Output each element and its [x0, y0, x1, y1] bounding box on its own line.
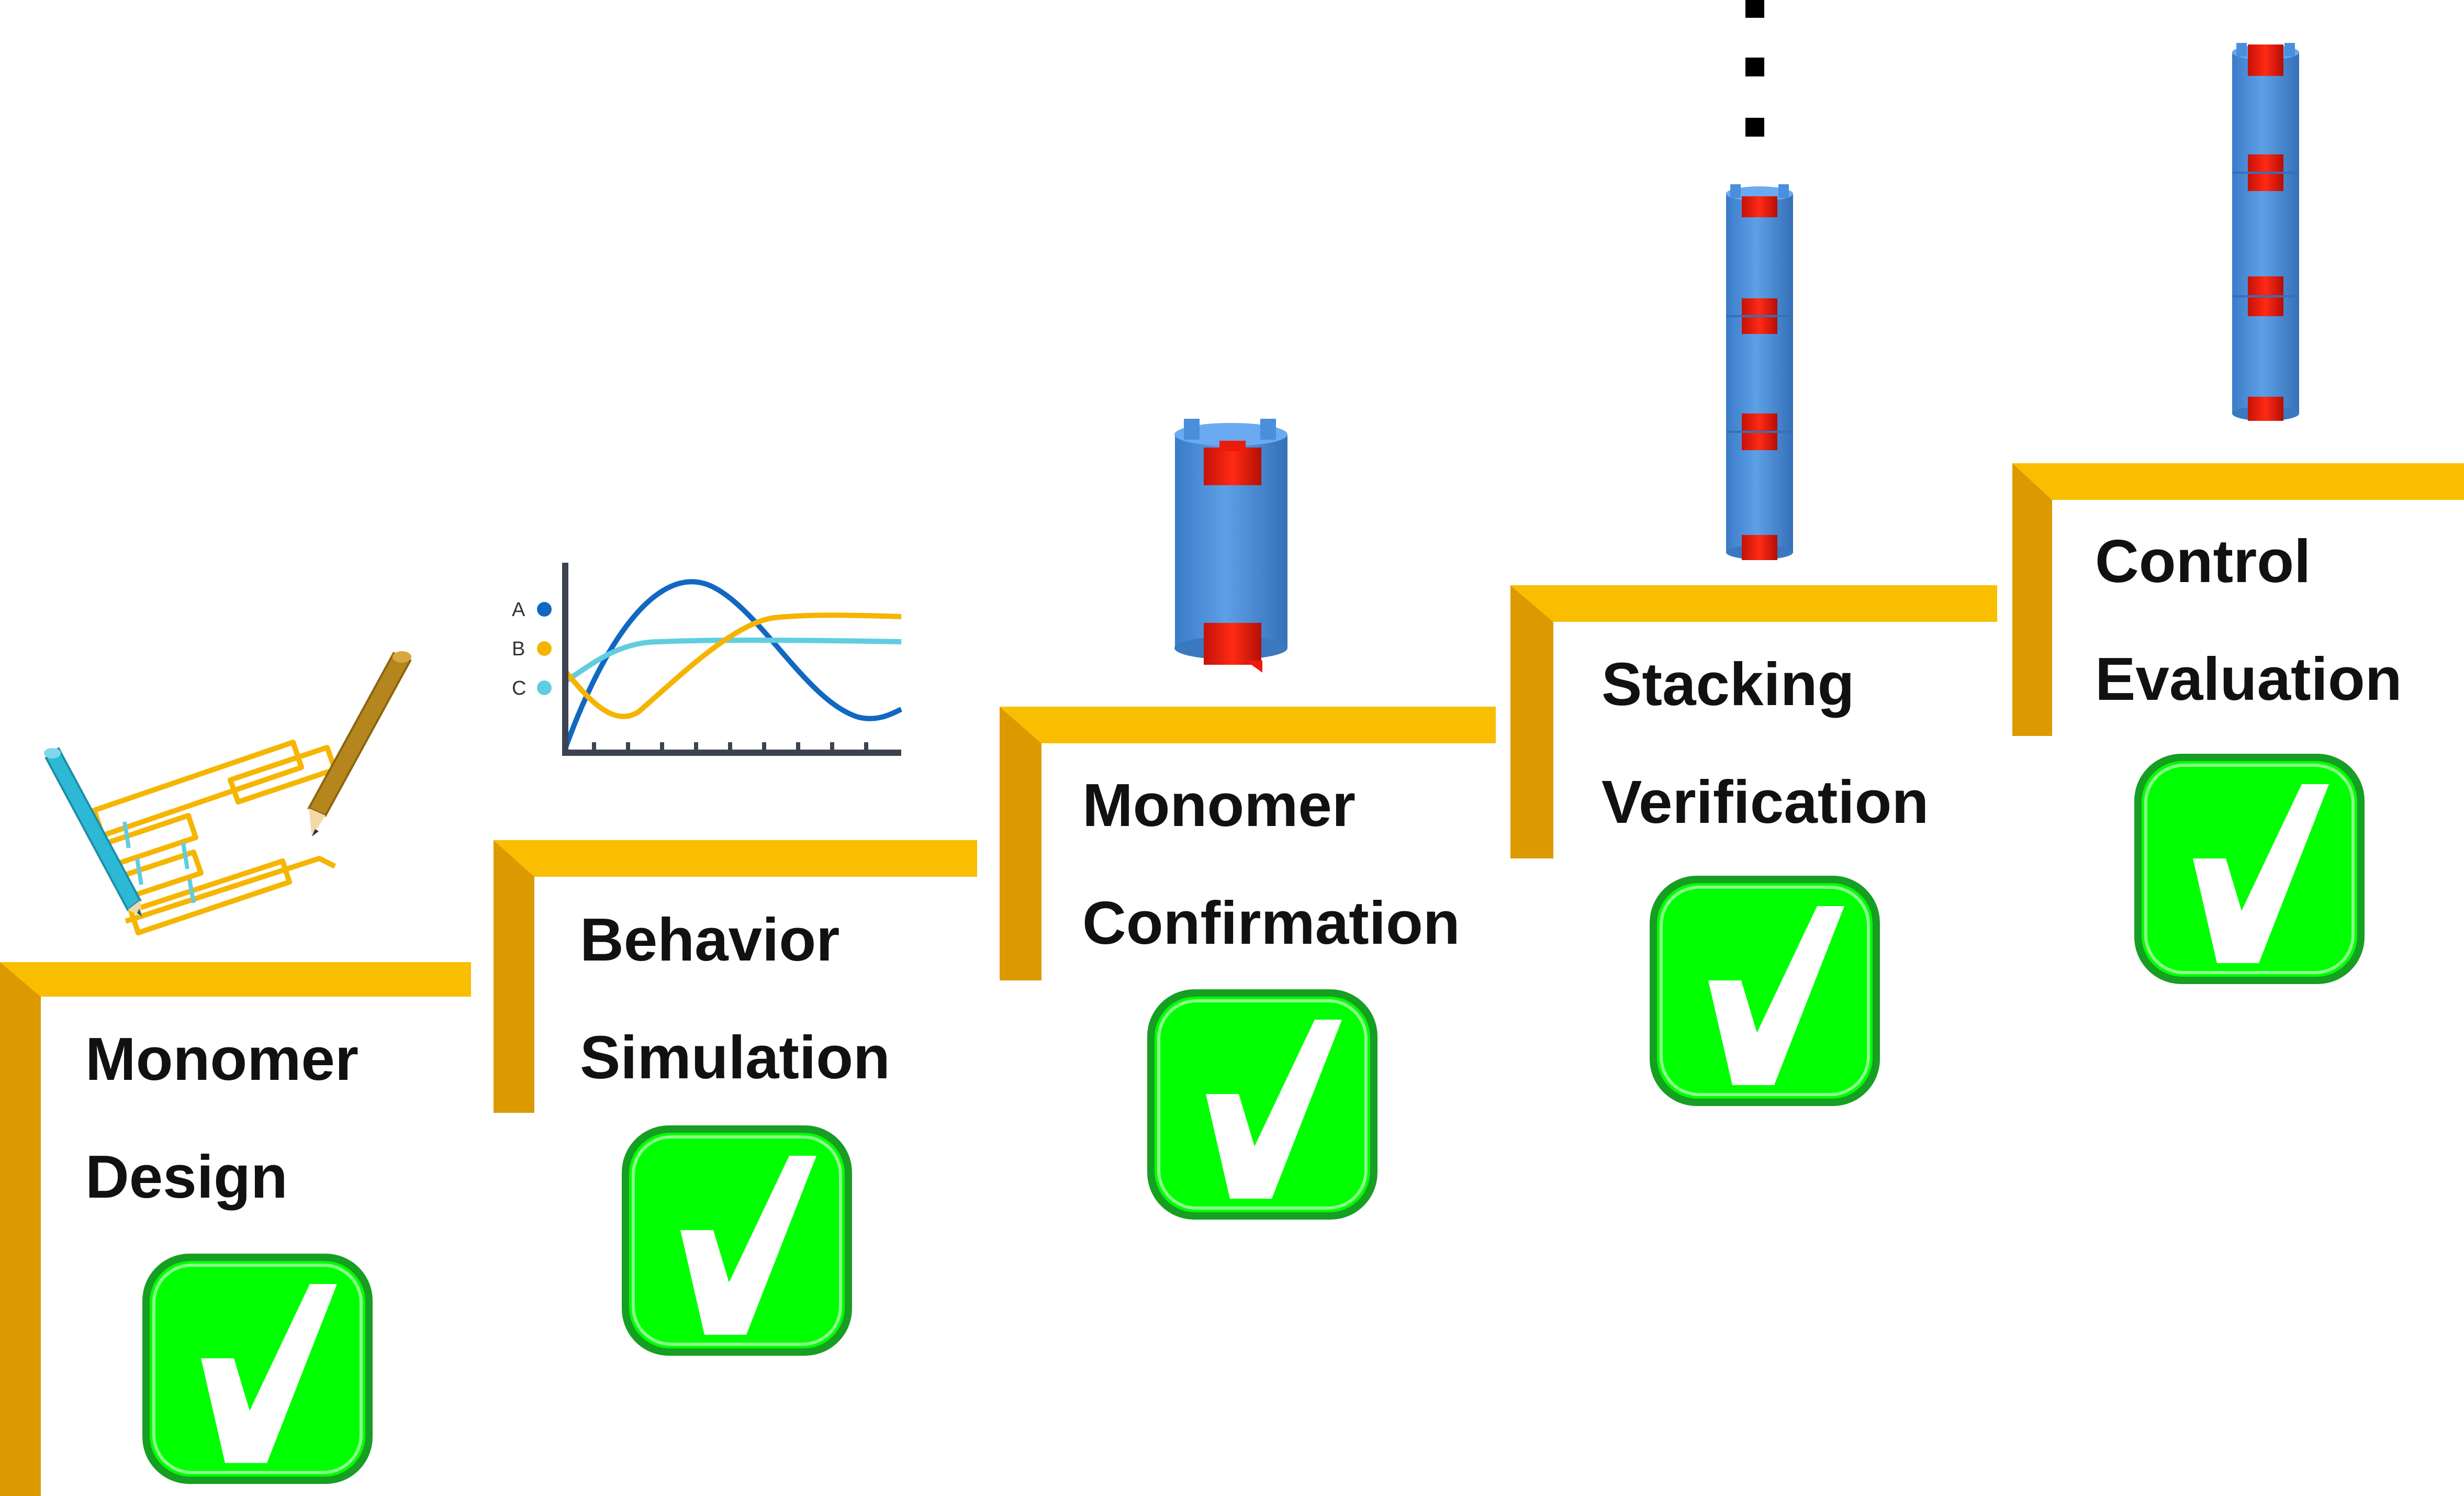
- legend-dot-a: [537, 602, 552, 617]
- brown-pencil-icon: [307, 651, 412, 836]
- single-module-icon: [1174, 419, 1287, 673]
- behavior-chart-icon: A B C: [512, 563, 903, 756]
- legend-dot-c: [537, 680, 552, 695]
- step-1-checkmark-icon: [142, 1254, 373, 1484]
- step-2-checkmark-icon: [622, 1125, 852, 1356]
- step-1-side: [0, 962, 41, 1496]
- step-5-label-line2: Evaluation: [2095, 645, 2402, 713]
- step-1-top: [0, 962, 471, 997]
- step-2: [494, 840, 977, 1113]
- step-5: [2012, 463, 2464, 736]
- step-4: [1510, 585, 1997, 858]
- step-4-label-line1: Stacking: [1601, 650, 1854, 718]
- chart-axes: [562, 563, 901, 756]
- step-3-top: [1000, 707, 1496, 743]
- step-4-top: [1510, 585, 1997, 622]
- step-5-checkmark-icon: [2134, 754, 2365, 984]
- design-sketch-icon: [44, 651, 412, 935]
- step-2-label-line2: Simulation: [580, 1023, 890, 1091]
- controlled-stack-icon: [2232, 43, 2299, 421]
- step-2-top: [494, 840, 977, 877]
- legend-label-c: C: [512, 677, 526, 699]
- cyan-pencil-icon: [44, 747, 142, 917]
- step-3: [1000, 707, 1496, 980]
- step-5-side: [2012, 463, 2052, 736]
- step-4-label-line2: Verification: [1601, 768, 1929, 836]
- step-3-checkmark-icon: [1147, 989, 1377, 1220]
- step-3-label-line1: Monomer: [1082, 771, 1356, 839]
- series-a-line: [563, 579, 903, 750]
- step-5-label-line1: Control: [2095, 527, 2311, 595]
- step-3-label-line2: Confirmation: [1082, 889, 1460, 957]
- series-b-line: [563, 612, 902, 719]
- legend-dot-b: [537, 641, 552, 656]
- stacked-modules-icon: [1726, 184, 1793, 560]
- ellipsis-dots-icon: [1745, 0, 1764, 137]
- step-2-label-line1: Behavior: [580, 906, 839, 974]
- step-5-top: [2012, 463, 2464, 500]
- step-1: [0, 962, 471, 1496]
- step-1-label-line2: Design: [85, 1143, 288, 1211]
- legend-label-a: A: [512, 599, 525, 621]
- step-2-side: [494, 840, 534, 1113]
- step-3-side: [1000, 707, 1041, 980]
- step-4-side: [1510, 585, 1553, 858]
- step-4-checkmark-icon: [1650, 876, 1880, 1106]
- legend-label-b: B: [512, 638, 525, 660]
- step-1-label-line1: Monomer: [85, 1025, 359, 1093]
- series-c-line: [564, 638, 902, 684]
